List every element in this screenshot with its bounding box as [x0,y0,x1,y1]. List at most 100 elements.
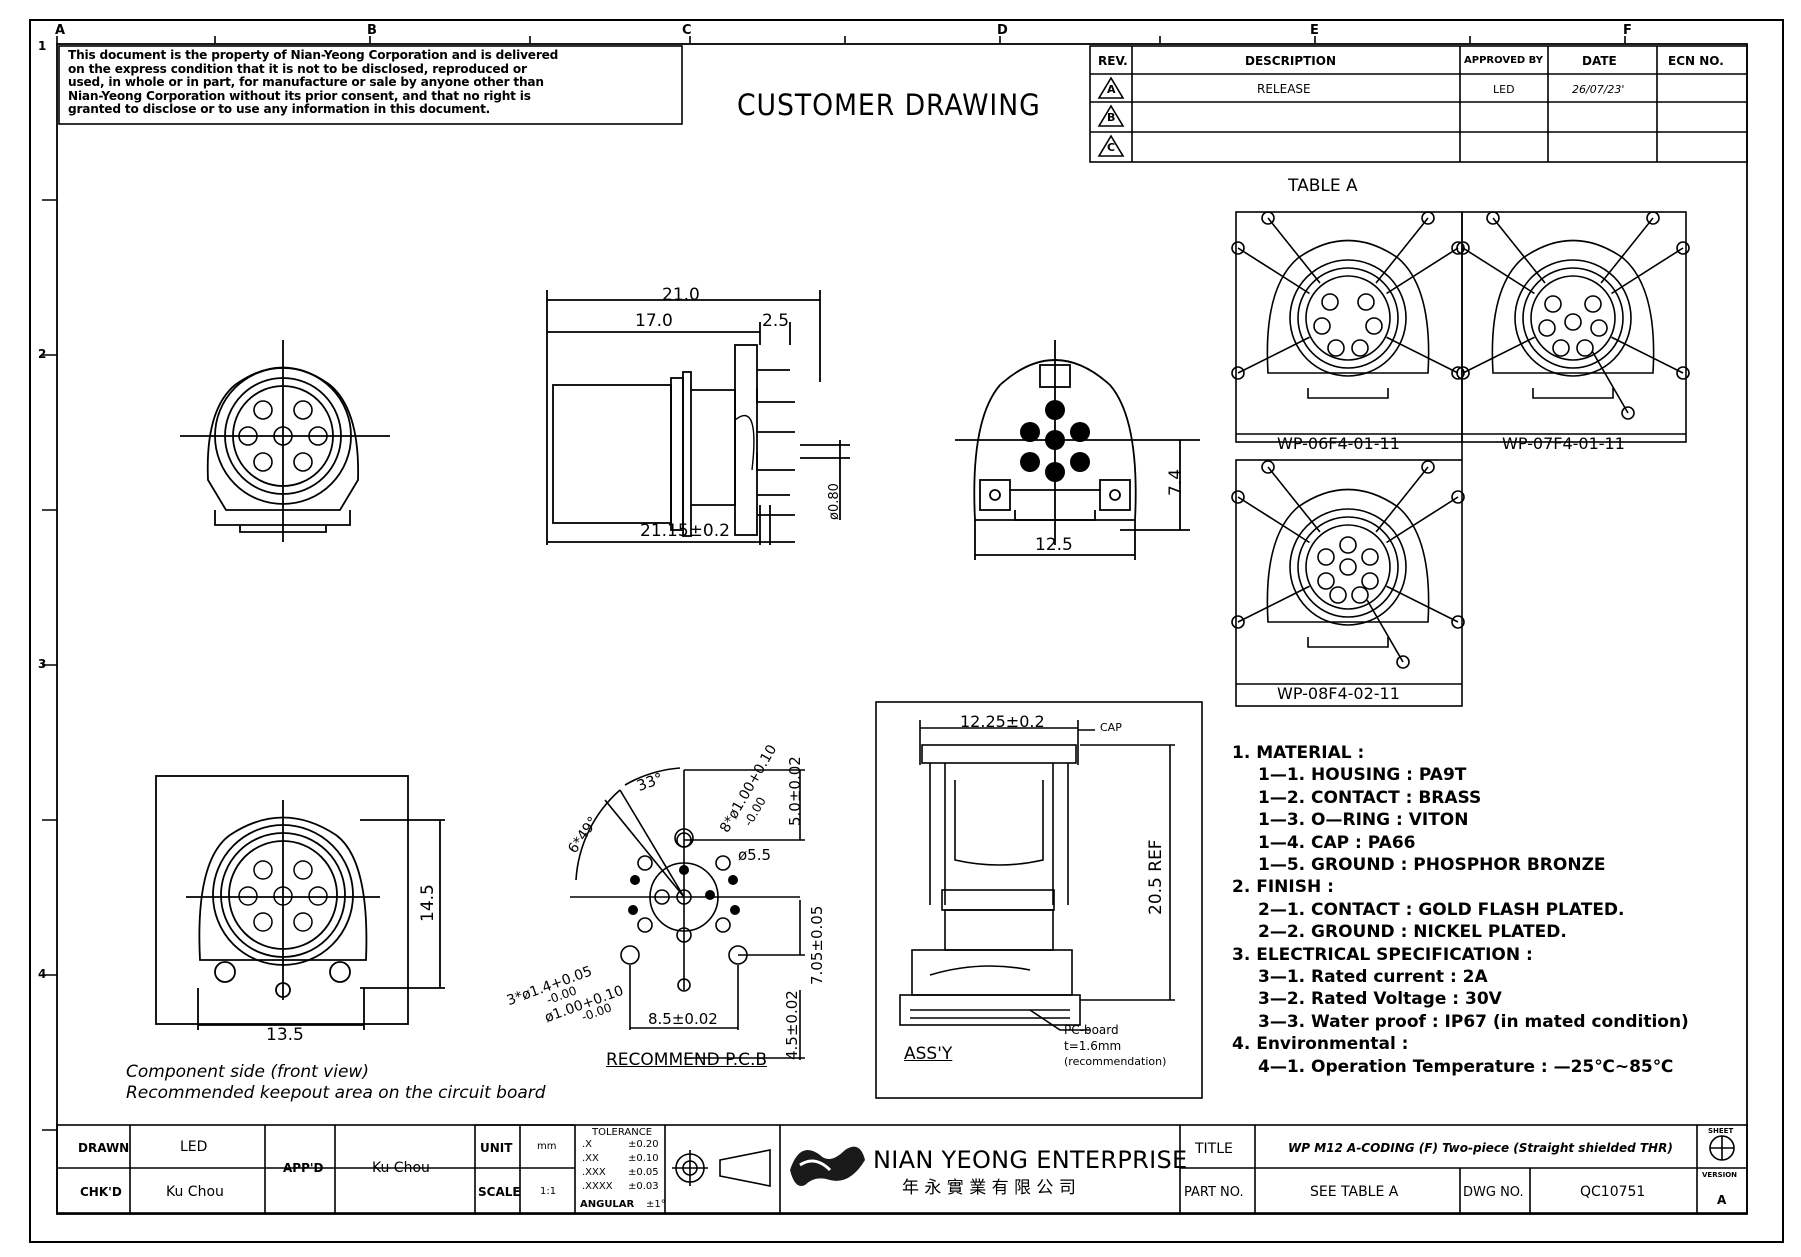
variant-pin [1327,339,1345,357]
variant-pin [1339,558,1357,576]
dim-keepout-width: 13.5 [266,1025,304,1045]
side-view [546,290,850,545]
variant-leader [1492,217,1546,284]
scale-label: SCALE [478,1185,521,1199]
variant-balloon [1231,490,1245,504]
dim-pcb-top: 5.0±0.02 [786,756,804,826]
sheet-label: SHEET [1708,1127,1734,1135]
partno-value: SEE TABLE A [1310,1184,1399,1200]
notice-line: granted to disclose or to use any inform… [68,101,491,116]
tolerance-value: ±0.05 [628,1167,659,1178]
variant-balloon [1421,460,1435,474]
dim-pcb-circle: ø5.5 [738,846,772,864]
variant-pin [1361,548,1379,566]
variant-sketch [1231,460,1465,669]
assy-pcb-label-2: t=1.6mm [1064,1039,1122,1053]
variant-ring [1514,259,1632,377]
variant-leader [1267,217,1321,284]
dim-keepout-height: 14.5 [418,884,438,922]
variant-pin [1317,548,1335,566]
note-item: 1. MATERIAL : [1232,743,1365,763]
rev-c: C [1107,141,1116,154]
assy-cap-label: CAP [1100,721,1122,734]
variant-leader [1386,247,1459,295]
note-item: 1—5. GROUND : PHOSPHOR BRONZE [1258,855,1606,876]
rev-a-approved: LED [1493,83,1515,96]
tolerance-key: .X [582,1139,593,1150]
notice-line: used, in whole or in part, for manufactu… [68,74,544,89]
variant-housing [1266,239,1430,374]
variant-pin [1351,586,1369,604]
variant-leader [1237,247,1310,295]
variant-ring [1530,275,1616,361]
rev-a-date: 26/07/23' [1572,83,1625,96]
variant-label-1: WP-06F4-01-11 [1277,434,1400,453]
appd-label: APP'D [283,1161,324,1175]
zone-col-b: B [367,23,377,38]
notice-line: This document is the property of Nian-Ye… [68,47,559,62]
approved-header: APPROVED BY [1464,55,1543,66]
zone-col-a: A [55,23,66,38]
notice-line: Nian-Yeong Corporation without its prior… [68,87,531,103]
inner-border [56,43,1748,1215]
variant-leader [1462,336,1535,374]
keepout-view [155,775,445,1030]
rear-view [955,340,1200,560]
variant-balloon [1621,406,1635,420]
variant-pin [1564,313,1582,331]
company-name: NIAN YEONG ENTERPRISE [873,1146,1188,1174]
drawn-value: LED [180,1139,208,1155]
variant-leader [1462,247,1535,295]
unit-label: UNIT [480,1141,513,1155]
dim-assy-height: 20.5 REF [1146,839,1166,915]
dwgno-value: QC10751 [1580,1184,1646,1200]
variant-balloon [1486,211,1500,225]
note-item: 2. FINISH : [1232,877,1334,898]
front-view [180,340,390,542]
note-item: 4—1. Operation Temperature : —25℃~85℃ [1258,1056,1674,1077]
rev-a: A [1107,83,1116,96]
keepout-caption: Recommended keepout area on the circuit … [126,1083,546,1103]
variant-leader [1386,585,1459,623]
zone-row-1: 1 [38,39,47,53]
variant-leader [1375,217,1429,284]
variant-leader [1375,466,1429,533]
variant-leader [1600,217,1654,284]
variant-base [1532,388,1614,399]
tolerance-key: .XXXX [582,1181,613,1192]
variant-leader [1237,496,1310,544]
variant-leader [1237,585,1310,623]
pcb-dots [628,865,740,915]
note-item: 3—3. Water proof : IP67 (in mated condit… [1258,1011,1689,1032]
variant-ring [1297,516,1399,618]
title-label: TITLE [1195,1141,1233,1157]
zone-row-2: 2 [38,347,47,361]
variant-pin [1317,572,1335,590]
tolerance-value: ±0.03 [628,1181,659,1192]
table-a-title: TABLE A [1288,176,1358,196]
variant-balloon [1451,490,1465,504]
variant-base [1307,637,1389,648]
variant-pin [1357,293,1375,311]
company-logo [790,1146,865,1186]
dim-side-total: 21.0 [662,285,700,305]
variant-housing [1266,488,1430,623]
assy-view [875,701,1203,1099]
variant-leader [1611,247,1684,295]
note-item: 3—1. Rated current : 2A [1258,967,1488,988]
assy-pcb-label-3: (recommendation) [1064,1055,1167,1068]
tolerance-key: .XX [582,1153,599,1164]
scale-value: 1:1 [540,1186,557,1197]
variant-pin [1321,293,1339,311]
zone-col-f: F [1623,23,1632,38]
variant-pin [1361,572,1379,590]
variant-label-3: WP-08F4-02-11 [1277,684,1400,703]
variant-ring [1289,508,1407,626]
variant-leader [1267,466,1321,533]
angular-value: ±1° [646,1199,666,1210]
variant-leader [1591,350,1629,414]
dim-pcb-mid: 7.05±0.05 [808,905,826,985]
variant-ring [1297,267,1399,369]
